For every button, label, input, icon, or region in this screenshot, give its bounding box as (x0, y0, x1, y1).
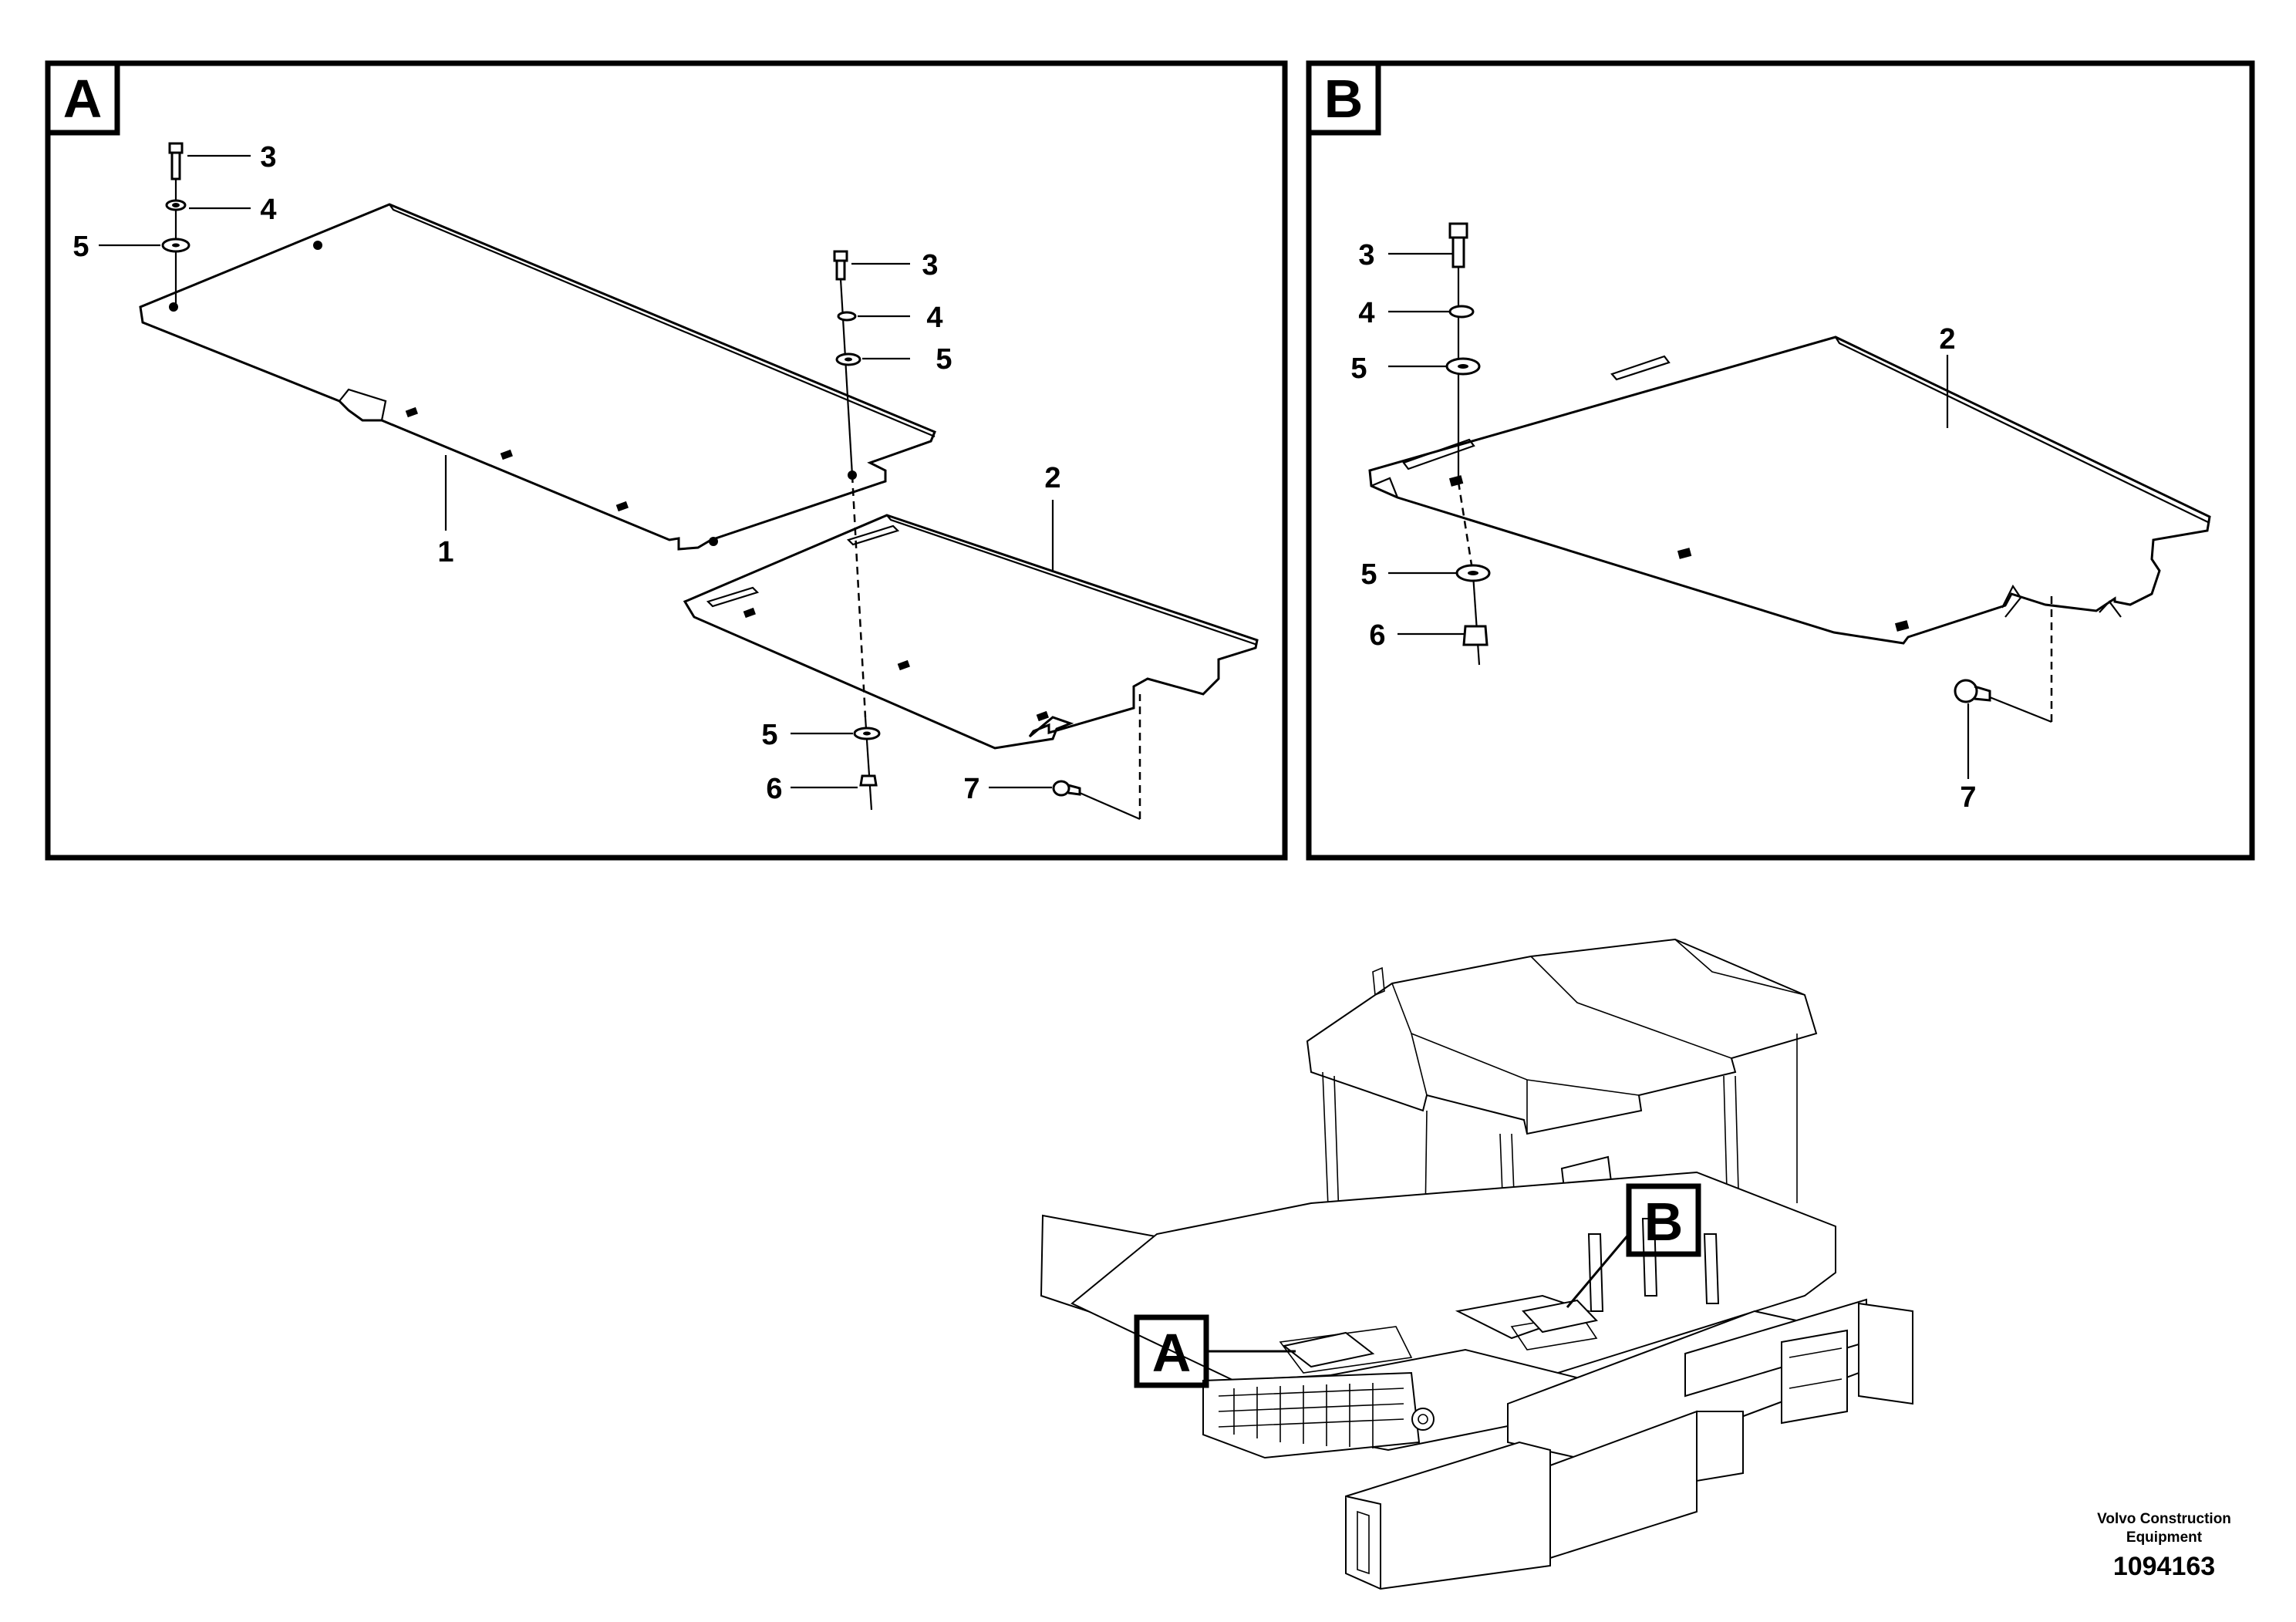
hardware-stack-right (791, 250, 910, 811)
callout-a-6: 6 (766, 773, 782, 805)
callout-b-4: 4 (1358, 297, 1374, 329)
plate-1 (139, 203, 936, 551)
callout-b-3: 3 (1358, 239, 1374, 271)
plate-2-panel-b (1368, 336, 2211, 645)
callout-a-3-right: 3 (922, 249, 938, 282)
plate-2-panel-a (683, 514, 1259, 750)
marker-a: A (1134, 1314, 1296, 1388)
callout-a-1: 1 (437, 536, 453, 568)
marker-b-letter: B (1644, 1192, 1684, 1252)
callout-a-5-bottom: 5 (761, 719, 777, 751)
callout-a-7: 7 (963, 773, 979, 805)
panel-a: A (45, 60, 1288, 861)
panel-a-frame (45, 60, 1288, 861)
panel-b: B (1306, 60, 2255, 861)
callout-a-4-left: 4 (260, 194, 276, 226)
callout-a-2: 2 (1044, 462, 1060, 494)
panel-b-frame (1306, 60, 2255, 861)
callout-a-5-right: 5 (936, 343, 952, 376)
marker-a-letter: A (1152, 1323, 1192, 1383)
hardware-stack-top-left (99, 142, 251, 307)
callout-a-5-left: 5 (72, 231, 89, 263)
marker-b: B (1566, 1183, 1701, 1308)
panel-a-letter-box (45, 60, 120, 136)
drawing-number: 1094163 (2113, 1552, 2215, 1581)
panel-b-letter-box (1306, 60, 1381, 136)
marker-b-box (1626, 1183, 1701, 1257)
callout-b-5-top: 5 (1350, 352, 1367, 385)
callout-a-4-right: 4 (926, 302, 942, 334)
callout-b-7: 7 (1960, 781, 1976, 814)
callout-b-6: 6 (1369, 619, 1385, 652)
panel-a-letter: A (63, 69, 103, 129)
callout-a-3-left: 3 (260, 141, 276, 174)
hardware-stack-panel-b (1388, 222, 1491, 666)
clip-panel-b (1954, 595, 2053, 779)
company-name-line-2: Equipment (2126, 1529, 2203, 1546)
machine-overview (1040, 938, 1913, 1590)
callout-b-2: 2 (1939, 323, 1955, 356)
clip-panel-a (989, 694, 1141, 821)
panel-b-letter: B (1324, 69, 1364, 129)
company-name-line-1: Volvo Construction (2097, 1511, 2231, 1527)
callout-b-5-bottom: 5 (1360, 558, 1377, 591)
